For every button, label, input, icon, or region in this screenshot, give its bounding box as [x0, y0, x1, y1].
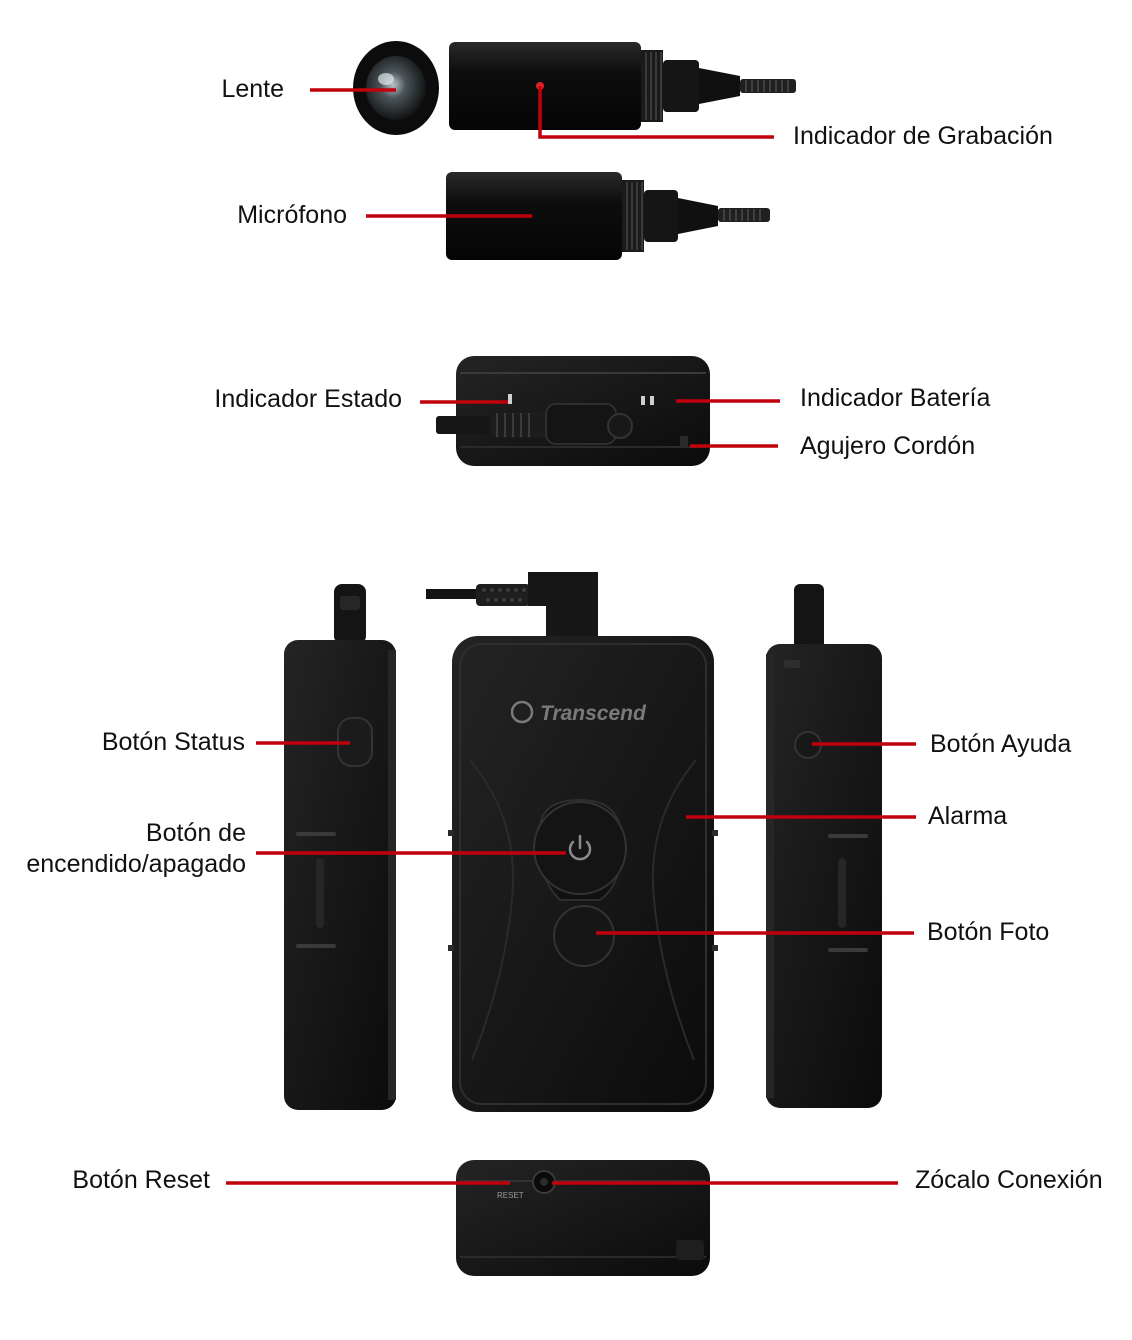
- label-boton-ayuda: Botón Ayuda: [930, 730, 1072, 758]
- camera-barrel: [449, 42, 641, 130]
- label-boton-status: Botón Status: [101, 728, 245, 756]
- lanyard-hole: [680, 436, 688, 448]
- label-boton-encendido: Botón de encendido/apagado: [26, 818, 246, 880]
- label-boton-encendido-line-2: encendido/apagado: [26, 850, 246, 878]
- main-unit-right-side: [766, 584, 882, 1108]
- label-boton-foto: Botón Foto: [927, 918, 1050, 946]
- label-alarma: Alarma: [928, 802, 1008, 830]
- bullet-camera: [353, 41, 796, 135]
- label-boton-encendido-line-1: Botón de: [145, 819, 246, 847]
- main-unit-front: Transcend: [426, 572, 718, 1112]
- main-unit-top-view: [436, 356, 710, 466]
- label-zocalo-conexion: Zócalo Conexión: [915, 1166, 1103, 1194]
- label-boton-reset: Botón Reset: [72, 1166, 210, 1194]
- lens-glass: [366, 56, 426, 120]
- label-indicador-bateria: Indicador Batería: [800, 384, 991, 412]
- brand-logo: Transcend: [540, 702, 647, 725]
- main-unit-left-side: [284, 584, 396, 1110]
- photo-button: [553, 905, 615, 967]
- label-microfono: Micrófono: [237, 201, 347, 229]
- label-agujero-cordon: Agujero Cordón: [800, 432, 976, 460]
- transcend-logo-mark: [510, 700, 534, 724]
- microphone-barrel: [446, 172, 770, 260]
- main-unit-bottom-view: RESET: [456, 1160, 710, 1276]
- status-led: [508, 394, 512, 404]
- leader-indicador-grabacion: [538, 86, 774, 139]
- label-indicador-grabacion: Indicador de Grabación: [793, 122, 1053, 150]
- reset-marking: RESET: [497, 1191, 524, 1200]
- label-lente: Lente: [221, 75, 284, 103]
- label-indicador-estado: Indicador Estado: [214, 385, 402, 413]
- battery-led: [641, 396, 645, 405]
- leader-lines: [226, 86, 916, 1185]
- power-icon: [568, 834, 592, 861]
